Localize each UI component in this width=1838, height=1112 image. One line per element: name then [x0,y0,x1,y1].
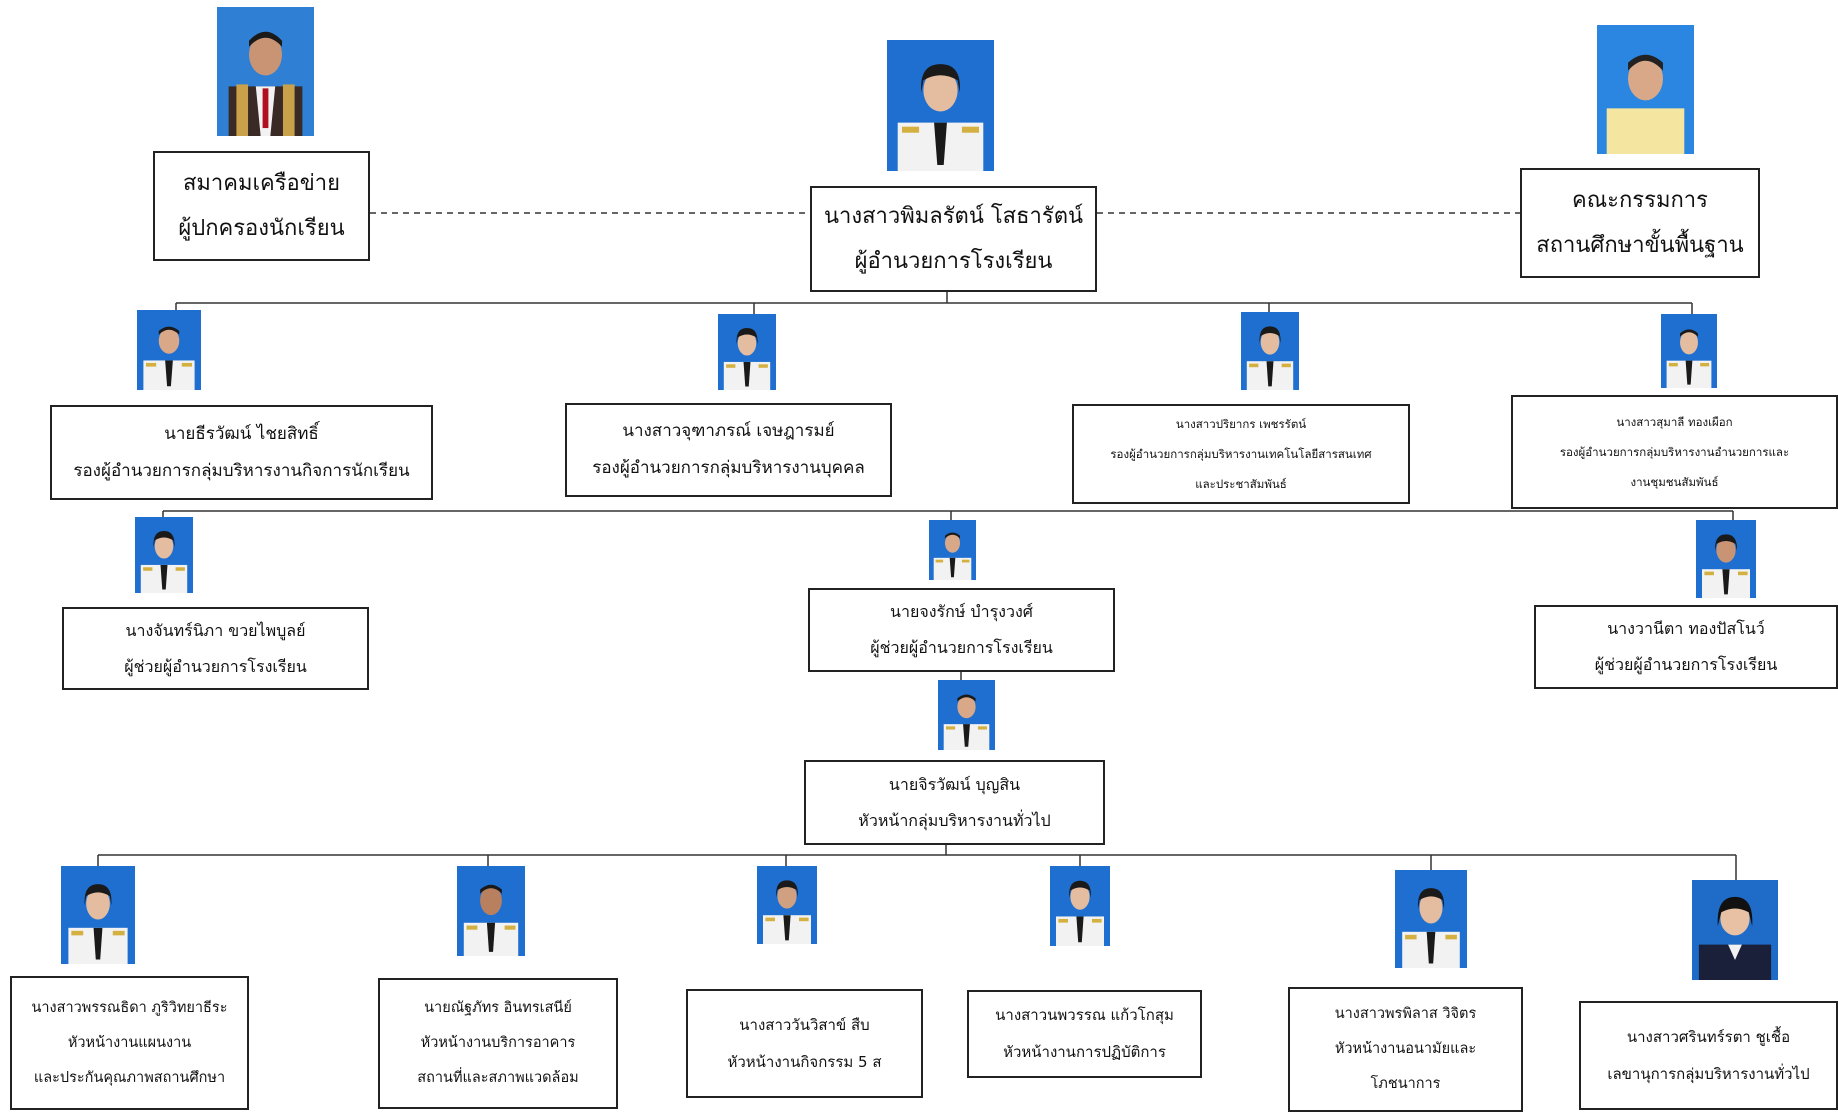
node-asst-center-name: นายจงรักษ์ บำรุงวงศ์ [890,602,1033,621]
node-deputy-personnel-title: รองผู้อำนวยการกลุ่มบริหารงานบุคคล [592,458,865,478]
node-staff-plan-title2: และประกันคุณภาพสถานศึกษา [33,1069,226,1086]
node-staff-5s-name: นางสาววันวิสาข์ สืบ [739,1015,870,1034]
node-staff-plan: นางสาวพรรณธิดา ภูริวิทยาธีระ หัวหน้างานแ… [10,976,249,1110]
photo-director [887,40,994,171]
node-deputy-it-title1: รองผู้อำนวยการกลุ่มบริหารงานเทคโนโลยีสาร… [1110,447,1372,461]
node-asst-center: นายจงรักษ์ บำรุงวงศ์ ผู้ช่วยผู้อำนวยการโ… [808,588,1115,672]
node-staff-secretary-title: เลขานุการกลุ่มบริหารงานทั่วไป [1607,1064,1810,1083]
node-board-line2: สถานศึกษาขั้นพื้นฐาน [1536,233,1744,258]
node-deputy-student-name: นายธีรวัฒน์ ไชยสิทธิ์ [164,423,319,444]
node-director: นางสาวพิมลรัตน์ โสธารัตน์ ผู้อำนวยการโรง… [810,186,1097,292]
node-staff-health-name: นางสาวพรพิลาส วิจิตร [1334,1006,1477,1022]
photo-staff-practicum [1050,866,1110,946]
photo-board-rep [1597,25,1694,154]
photo-general-head [938,680,995,750]
node-asst-left-name: นางจันทร์นิภา ขวยไพบูลย์ [125,620,306,640]
photo-deputy-admin [1661,314,1717,388]
photo-asst-center [929,520,976,580]
node-director-title: ผู้อำนวยการโรงเรียน [854,249,1053,274]
node-deputy-personnel: นางสาวจุฑาภรณ์ เจษฎารมย์ รองผู้อำนวยการก… [565,403,892,497]
node-asst-right: นางวานีตา ทองปัสโนว์ ผู้ช่วยผู้อำนวยการโ… [1534,605,1838,689]
photo-staff-building [457,866,525,956]
node-asst-right-name: นางวานีตา ทองปัสโนว์ [1607,619,1765,638]
photo-parent-network-rep [217,7,314,136]
photo-deputy-it [1241,312,1299,390]
node-staff-health: นางสาวพรพิลาส วิจิตร หัวหน้างานอนามัยและ… [1288,987,1523,1112]
node-director-name: นางสาวพิมลรัตน์ โสธารัตน์ [823,204,1084,229]
node-asst-right-title: ผู้ช่วยผู้อำนวยการโรงเรียน [1594,655,1778,674]
node-deputy-admin: นางสาวสุมาลี ทองเผือก รองผู้อำนวยการกลุ่… [1511,395,1838,509]
node-staff-practicum-title: หัวหน้างานการปฏิบัติการ [1003,1043,1166,1061]
node-staff-building-name: นายณัฐภัทร อินทรเสนีย์ [424,1000,572,1016]
node-deputy-personnel-name: นางสาวจุฑาภรณ์ เจษฎารมย์ [622,421,835,441]
node-deputy-admin-name: นางสาวสุมาลี ทองเผือก [1616,415,1733,429]
node-staff-secretary: นางสาวศรินทร์รตา ชูเชื้อ เลขานุการกลุ่มบ… [1579,1001,1838,1110]
photo-deputy-personnel [718,314,776,390]
node-parent-network: สมาคมเครือข่าย ผู้ปกครองนักเรียน [153,151,370,261]
node-staff-practicum-name: นางสาวนพวรรณ แก้วโกสุม [995,1006,1174,1024]
node-deputy-admin-title1: รองผู้อำนวยการกลุ่มบริหารงานอำนวยการและ [1559,445,1790,459]
node-staff-health-title1: หัวหน้างานอนามัยและ [1334,1041,1477,1057]
node-parent-network-line2: ผู้ปกครองนักเรียน [178,216,345,241]
node-staff-building: นายณัฐภัทร อินทรเสนีย์ หัวหน้างานบริการอ… [378,978,618,1109]
node-board: คณะกรรมการ สถานศึกษาขั้นพื้นฐาน [1520,168,1760,278]
node-staff-health-title2: โภชนาการ [1370,1076,1441,1092]
node-general-head-name: นายจิรวัฒน์ บุญสิน [888,774,1021,794]
node-asst-left: นางจันทร์นิภา ขวยไพบูลย์ ผู้ช่วยผู้อำนวย… [62,607,369,690]
photo-asst-left [135,517,193,593]
node-staff-building-title2: สถานที่และสภาพแวดล้อม [417,1070,579,1086]
node-staff-secretary-name: นางสาวศรินทร์รตา ชูเชื้อ [1626,1027,1791,1046]
node-deputy-admin-title2: งานชุมชนสัมพันธ์ [1630,475,1719,489]
node-deputy-it-title2: และประชาสัมพันธ์ [1195,477,1287,491]
node-parent-network-line1: สมาคมเครือข่าย [182,171,341,196]
node-staff-plan-name: นางสาวพรรณธิดา ภูริวิทยาธีระ [31,999,228,1016]
photo-staff-plan [61,866,135,964]
node-staff-5s: นางสาววันวิสาข์ สืบ หัวหน้างานกิจกรรม 5 … [686,989,923,1098]
node-deputy-it-name: นางสาวปริยากร เพชรรัตน์ [1175,417,1307,431]
photo-staff-health [1395,870,1467,968]
photo-staff-5s [757,866,817,944]
photo-asst-right [1696,520,1756,598]
node-asst-left-title: ผู้ช่วยผู้อำนวยการโรงเรียน [124,656,307,676]
node-staff-5s-title: หัวหน้างานกิจกรรม 5 ส [727,1052,882,1071]
node-deputy-student-title: รองผู้อำนวยการกลุ่มบริหารงานกิจการนักเรี… [73,460,410,481]
node-asst-center-title: ผู้ช่วยผู้อำนวยการโรงเรียน [870,638,1053,657]
node-board-line1: คณะกรรมการ [1572,188,1708,213]
node-general-head-title: หัวหน้ากลุ่มบริหารงานทั่วไป [858,810,1051,830]
node-deputy-student: นายธีรวัฒน์ ไชยสิทธิ์ รองผู้อำนวยการกลุ่… [50,405,433,500]
photo-staff-secretary [1692,880,1778,980]
photo-deputy-student [137,310,201,390]
node-staff-building-title1: หัวหน้างานบริการอาคาร [420,1035,576,1051]
node-staff-plan-title1: หัวหน้างานแผนงาน [67,1034,192,1051]
node-general-head: นายจิรวัฒน์ บุญสิน หัวหน้ากลุ่มบริหารงาน… [804,760,1105,845]
node-staff-practicum: นางสาวนพวรรณ แก้วโกสุม หัวหน้างานการปฏิบ… [967,990,1202,1078]
node-deputy-it: นางสาวปริยากร เพชรรัตน์ รองผู้อำนวยการกล… [1072,404,1410,504]
